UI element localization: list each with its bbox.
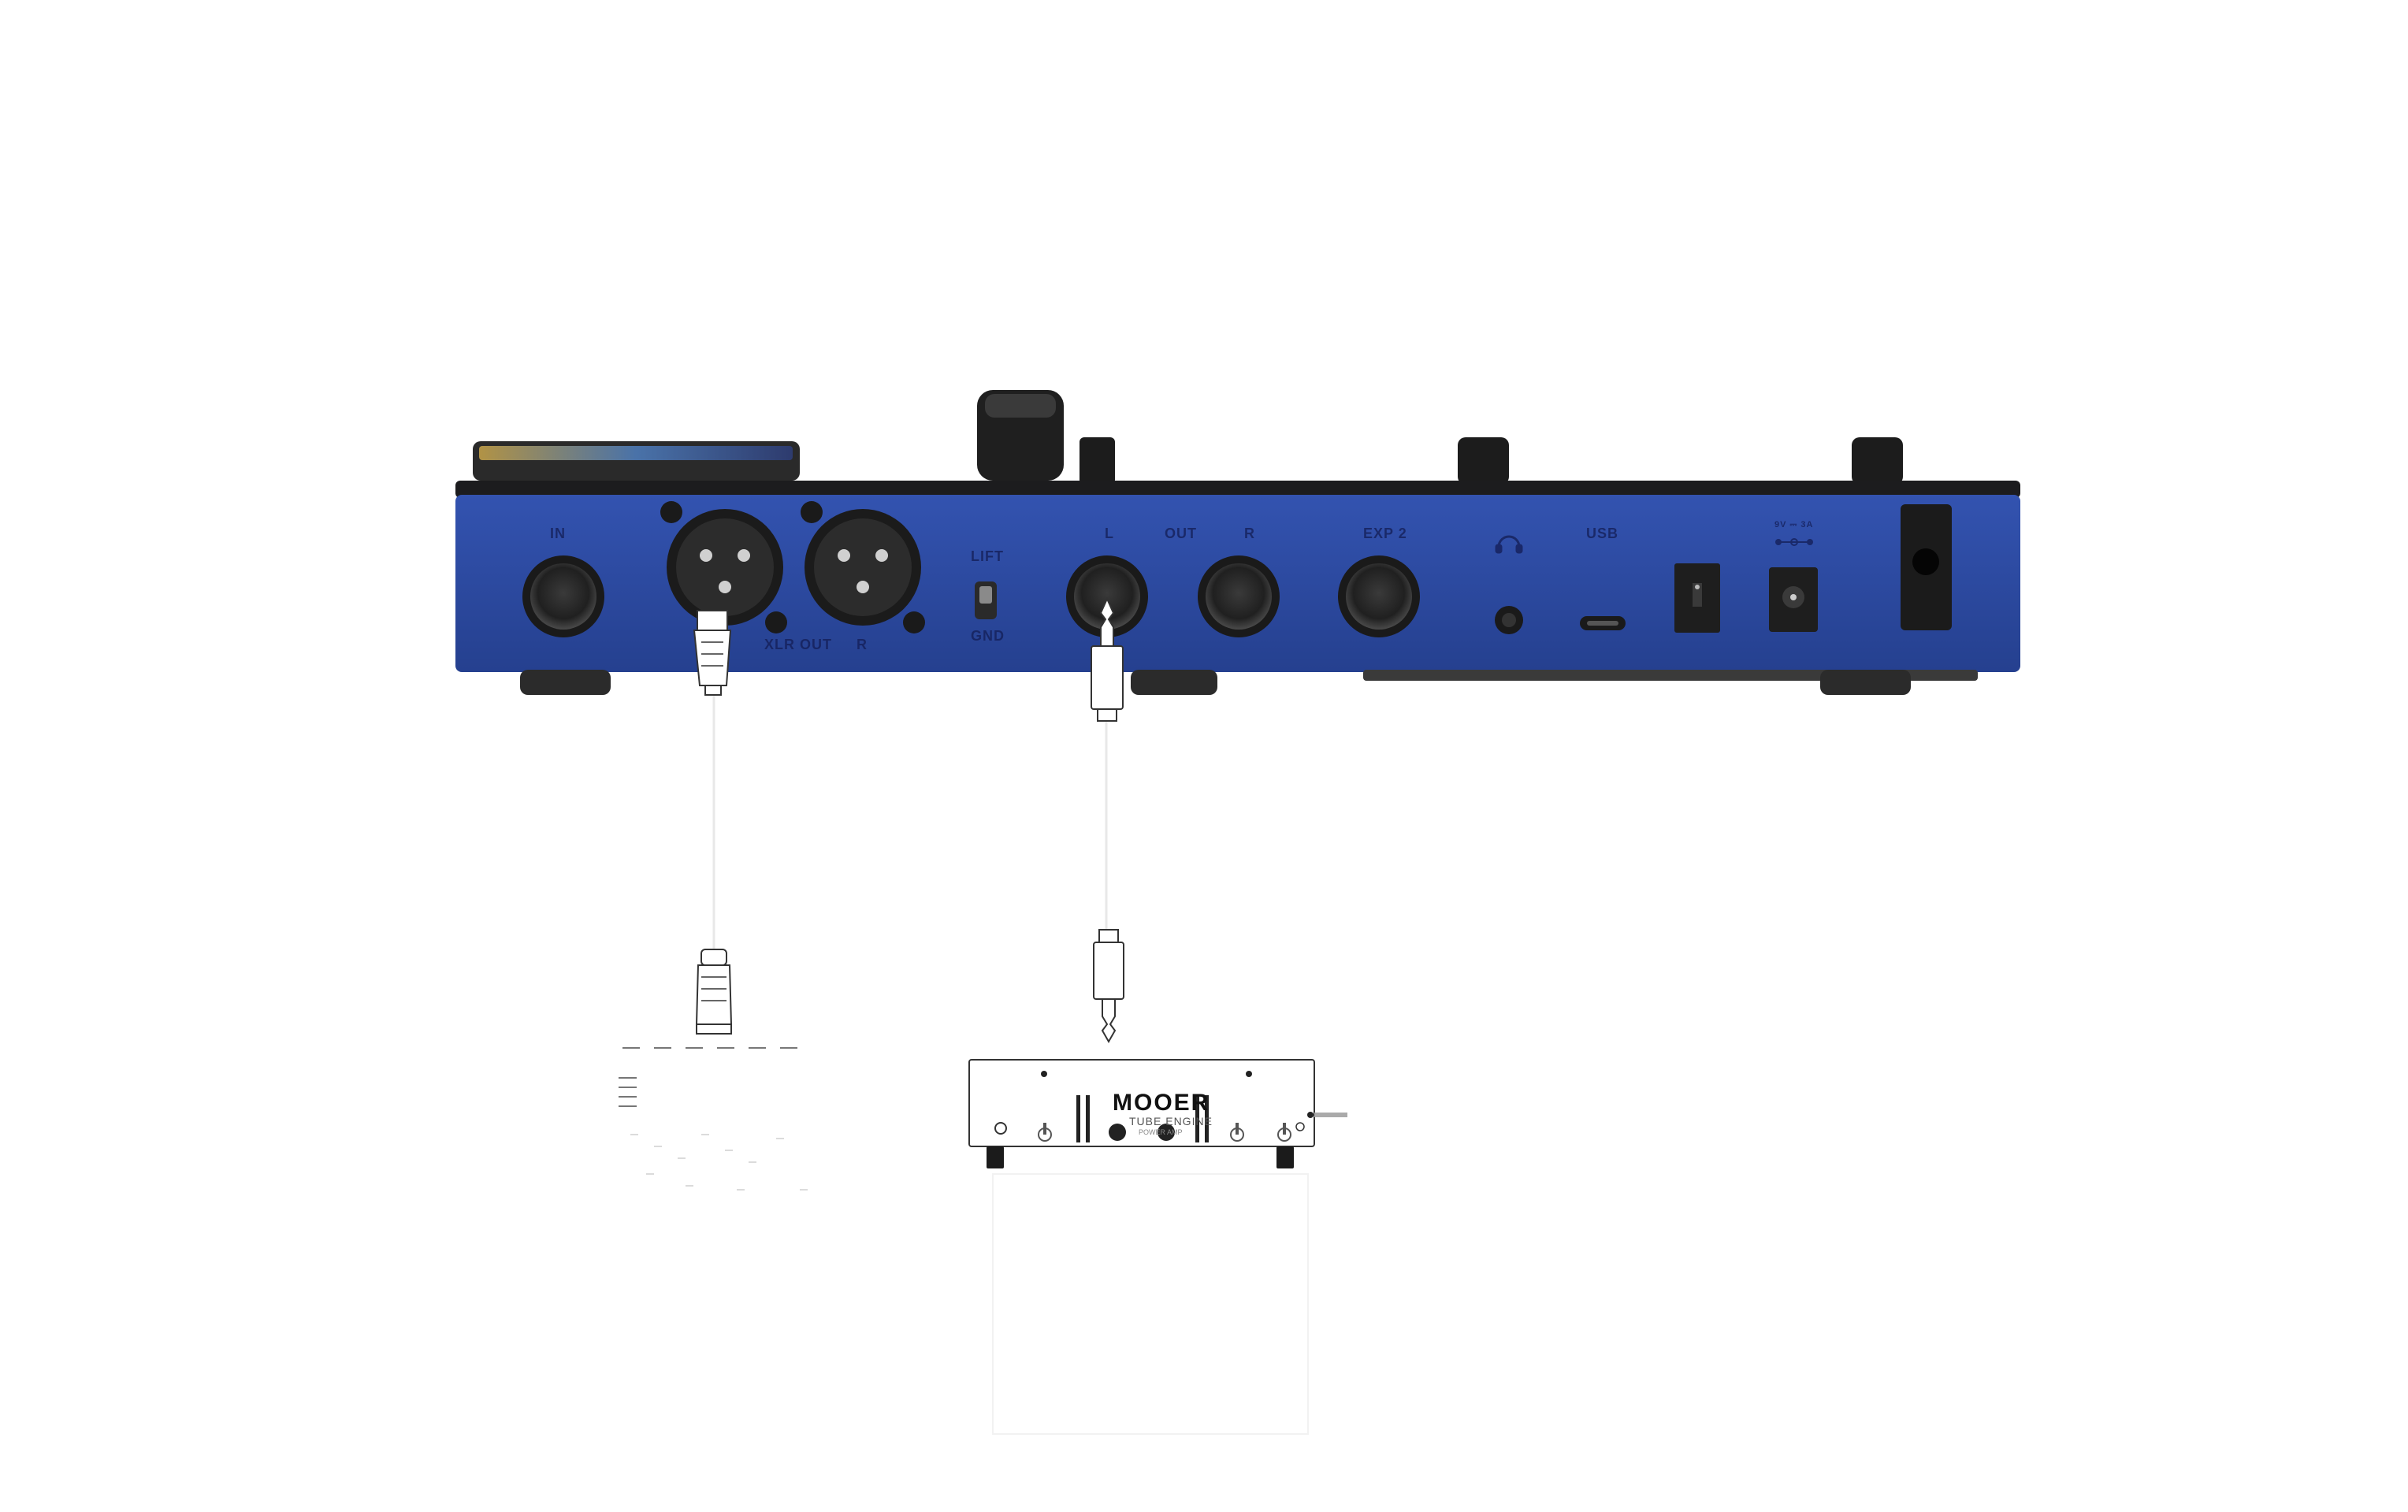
label-out-l: L [1105,526,1114,541]
label-out: OUT [1165,526,1197,541]
power-switch-icon[interactable] [1674,563,1720,633]
label-usb: USB [1586,526,1619,541]
mixer-console-faded [619,1047,812,1191]
amp-subtitle: POWER AMP [1139,1128,1183,1136]
ground-lift-switch[interactable] [975,581,997,619]
label-xlr-out: XLR OUT [764,637,832,652]
amp-brand: MOOER [1113,1090,1210,1116]
label-input: IN [550,526,566,541]
label-power: 9V ⎓ 3A [1774,520,1814,529]
top-plate [455,481,2020,498]
tube-engine-amp [968,1059,1347,1168]
quarter-inch-plug-icon [1091,596,1124,722]
amp-toggle-1[interactable] [1038,1123,1052,1142]
speaker-cabinet-faded [992,1173,1309,1435]
label-out-r: R [1244,526,1255,541]
out-right-jack[interactable] [1198,555,1280,637]
amp-toggle-2[interactable] [1230,1123,1244,1142]
cables [712,693,1108,949]
footswitch-1[interactable] [1080,437,1115,485]
label-exp2: EXP 2 [1363,526,1407,541]
label-lift: LIFT [971,548,1004,564]
out-left-jack[interactable] [1066,555,1148,637]
rubber-feet [520,670,1978,695]
xlr-plug-lower [695,949,733,1035]
usb-port[interactable] [1580,616,1626,630]
amp-toggle-3[interactable] [1277,1123,1291,1142]
exp2-jack[interactable] [1338,555,1420,637]
display-screen [473,441,800,481]
quarter-inch-plug-lower [1093,929,1124,1044]
xlr-out-right[interactable] [805,509,925,633]
multi-effects-pedal [455,390,2020,695]
label-gnd: GND [971,628,1005,644]
footswitch-2[interactable] [1458,437,1509,485]
xlr-out-left[interactable] [660,501,823,633]
label-xlr-r: R [857,637,868,652]
polarity-symbol [1775,538,1813,546]
dc-jack-icon[interactable] [1769,567,1818,632]
volume-knob[interactable] [977,390,1064,481]
amp-model: TUBE ENGINE [1129,1115,1213,1127]
footswitch-3[interactable] [1852,437,1903,485]
headphones-icon [1495,535,1523,554]
amp-knob-2[interactable] [1158,1124,1175,1141]
side-lock-slot [1901,504,1952,630]
amp-knob-1[interactable] [1109,1124,1126,1141]
headphone-jack[interactable] [1495,606,1523,634]
input-jack[interactable] [522,555,604,637]
xlr-connector-icon [693,610,732,696]
